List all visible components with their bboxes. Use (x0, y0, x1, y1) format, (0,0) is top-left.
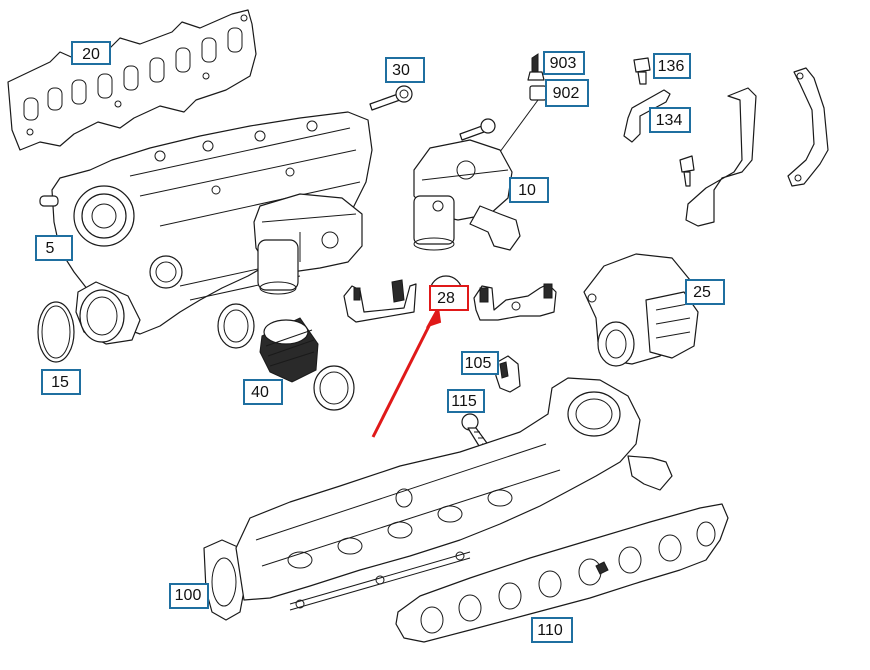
label-903-text: 903 (550, 55, 577, 72)
callout-labels: 20 30 903 902 136 134 10 5 (35, 41, 725, 643)
label-105: 105 (461, 351, 499, 375)
clip-105 (493, 355, 521, 393)
bolt-136 (633, 57, 651, 85)
bracket-134 (623, 89, 671, 143)
label-30: 30 (385, 57, 425, 83)
egr-valve-10 (413, 139, 521, 251)
label-134-text: 134 (656, 112, 683, 129)
actuator-25 (583, 253, 699, 367)
label-115-text: 115 (451, 393, 477, 410)
label-105-text: 105 (465, 355, 492, 372)
bolt-small (459, 118, 496, 141)
label-100: 100 (169, 583, 209, 609)
label-20: 20 (71, 41, 111, 65)
label-15-text: 15 (51, 374, 69, 391)
o-ring-15 (37, 301, 75, 363)
intake-manifold-5 (39, 111, 373, 345)
label-902-text: 902 (553, 85, 580, 102)
label-25: 25 (685, 279, 725, 305)
label-40: 40 (243, 379, 283, 405)
gasket-20 (7, 9, 257, 151)
label-136: 136 (653, 53, 691, 79)
exhaust-manifold-100 (203, 377, 673, 621)
label-28: 28 (429, 285, 469, 311)
label-902: 902 (545, 79, 589, 107)
label-115: 115 (447, 389, 485, 413)
connector-902-903 (471, 53, 547, 191)
label-28-text: 28 (437, 290, 455, 307)
brackets-right (679, 67, 829, 227)
label-100-text: 100 (175, 587, 202, 604)
label-136-text: 136 (658, 58, 685, 75)
label-40-text: 40 (251, 384, 269, 401)
label-15: 15 (41, 369, 81, 395)
seals-and-hose-40 (217, 303, 355, 411)
label-5-text: 5 (46, 240, 55, 257)
throttle-valve-assembly (253, 193, 363, 295)
label-134: 134 (649, 107, 691, 133)
label-10: 10 (509, 177, 549, 203)
label-5: 5 (35, 235, 73, 261)
label-20-text: 20 (82, 46, 100, 63)
gasket-110 (395, 503, 729, 643)
bolt-30 (369, 85, 413, 111)
highlight-arrow (371, 304, 442, 438)
label-110: 110 (531, 617, 573, 643)
label-10-text: 10 (518, 182, 536, 199)
label-30-text: 30 (392, 62, 410, 79)
label-110-text: 110 (537, 622, 563, 639)
label-25-text: 25 (693, 284, 711, 301)
label-903: 903 (543, 51, 585, 75)
